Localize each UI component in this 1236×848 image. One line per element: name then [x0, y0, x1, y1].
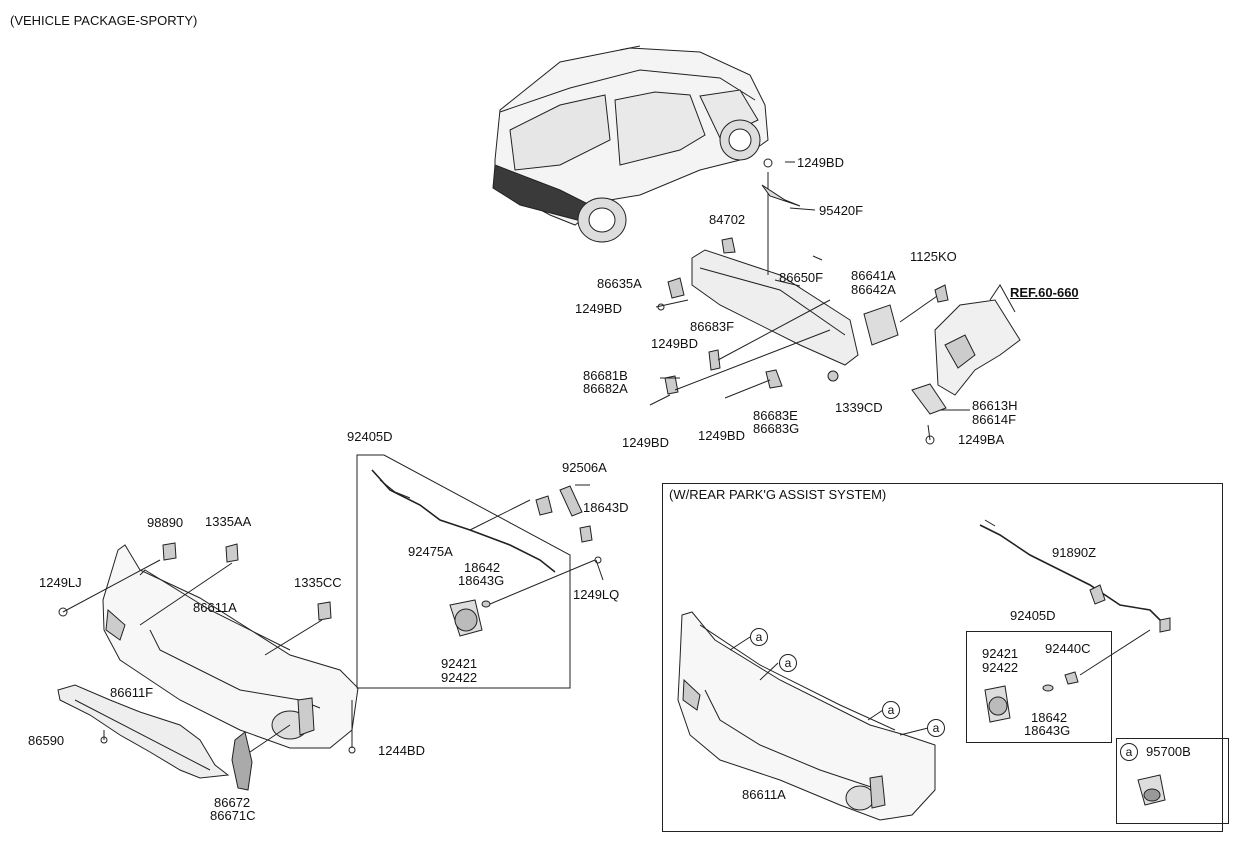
part-label[interactable]: 86672 — [214, 795, 251, 810]
part-label[interactable]: 86611F — [110, 685, 154, 700]
part-label[interactable]: 18643G — [1024, 723, 1071, 738]
bumper-beam-assembly — [649, 158, 949, 406]
part-label[interactable]: 86681B — [583, 368, 628, 383]
part-label[interactable]: 18642 — [1031, 710, 1068, 725]
rear-diffuser — [57, 684, 230, 779]
marker-a-1: a — [750, 628, 768, 646]
part-label[interactable]: 1244BD — [378, 743, 425, 758]
part-label[interactable]: 1249BA — [958, 432, 1005, 447]
part-label[interactable]: 92506A — [562, 460, 607, 475]
part-label[interactable]: 98890 — [147, 515, 184, 530]
ref-label[interactable]: REF.60-660 — [1010, 285, 1079, 300]
sensor-subgroup-frame — [966, 631, 1112, 743]
part-label[interactable]: 86613H — [972, 398, 1018, 413]
part-label[interactable]: 92421 — [441, 656, 478, 671]
part-label[interactable]: 86683F — [690, 319, 735, 334]
part-label[interactable]: 86635A — [597, 276, 642, 291]
inset-frame — [662, 483, 1223, 832]
legend-circle-a: a — [1120, 743, 1138, 761]
part-label[interactable]: 1249BD — [797, 155, 844, 170]
marker-a-2: a — [779, 654, 797, 672]
part-label[interactable]: 92421 — [982, 646, 1019, 661]
part-label[interactable]: 86671C — [210, 808, 256, 823]
part-label[interactable]: 86614F — [972, 412, 1017, 427]
part-label[interactable]: 86683E — [753, 408, 798, 423]
part-label[interactable]: 1249BD — [651, 336, 698, 351]
part-label[interactable]: 1249BD — [575, 301, 622, 316]
part-label[interactable]: 86590 — [28, 733, 65, 748]
part-label[interactable]: 86683G — [753, 421, 800, 436]
part-label[interactable]: 92422 — [441, 670, 478, 685]
part-label[interactable]: 92405D — [1010, 608, 1056, 623]
part-label[interactable]: 1339CD — [835, 400, 883, 415]
part-label[interactable]: 18642 — [464, 560, 501, 575]
inset-title: (W/REAR PARK'G ASSIST SYSTEM) — [669, 487, 887, 502]
part-label[interactable]: 86642A — [851, 282, 896, 297]
part-label[interactable]: 91890Z — [1052, 545, 1097, 560]
part-label[interactable]: 86650F — [779, 270, 824, 285]
car-illustration — [492, 45, 769, 243]
legend-frame — [1116, 738, 1229, 824]
part-label[interactable]: 1249LQ — [573, 587, 620, 602]
inset-drawing — [677, 519, 1171, 821]
part-label[interactable]: 92440C — [1045, 641, 1091, 656]
part-label[interactable]: 1335CC — [294, 575, 342, 590]
marker-a-3: a — [882, 701, 900, 719]
part-label[interactable]: 1249BD — [698, 428, 745, 443]
part-label[interactable]: 95420F — [819, 203, 864, 218]
wiring-box — [356, 454, 604, 689]
part-label[interactable]: 86682A — [583, 381, 628, 396]
part-label[interactable]: 18643D — [583, 500, 629, 515]
part-label[interactable]: 92405D — [347, 429, 393, 444]
part-label[interactable]: 92422 — [982, 660, 1019, 675]
part-label[interactable]: 86611A — [193, 600, 237, 615]
marker-a-4: a — [927, 719, 945, 737]
part-label[interactable]: 92475A — [408, 544, 453, 559]
part-label[interactable]: 86611A — [742, 787, 786, 802]
part-label[interactable]: 1335AA — [205, 514, 252, 529]
part-label[interactable]: 1249BD — [622, 435, 669, 450]
part-label[interactable]: 1125KO — [910, 249, 957, 264]
part-label[interactable]: 84702 — [709, 212, 746, 227]
reflector — [231, 724, 291, 791]
part-label[interactable]: 86641A — [851, 268, 896, 283]
part-label[interactable]: 18643G — [458, 573, 505, 588]
part-label[interactable]: 1249LJ — [39, 575, 82, 590]
legend-part-label: 95700B — [1146, 744, 1191, 759]
quarter-panel-ref — [911, 284, 1021, 445]
diagram-title: (VEHICLE PACKAGE-SPORTY) — [10, 13, 198, 28]
